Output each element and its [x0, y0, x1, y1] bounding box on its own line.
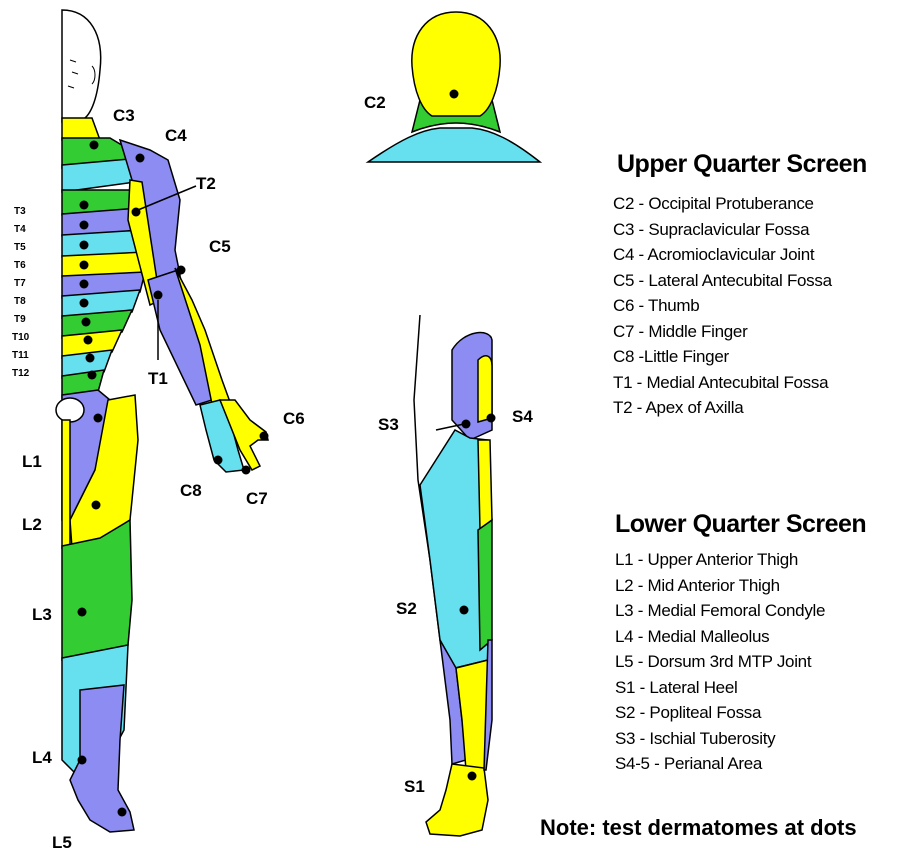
upper-item-c8: C8 -Little Finger	[613, 344, 867, 370]
label-c8: C8	[180, 481, 202, 500]
dot-l5	[118, 808, 127, 817]
lower-item-l1: L1 - Upper Anterior Thigh	[615, 547, 866, 573]
dot-l2	[92, 501, 101, 510]
dot-t8	[80, 299, 89, 308]
label-c2: C2	[364, 93, 386, 112]
lower-item-l4: L4 - Medial Malleolus	[615, 624, 866, 650]
lower-item-l5: L5 - Dorsum 3rd MTP Joint	[615, 649, 866, 675]
upper-quarter-list: C2 - Occipital Protuberance C3 - Supracl…	[613, 191, 867, 421]
label-t10: T10	[12, 332, 30, 343]
lower-item-s3: S3 - Ischial Tuberosity	[615, 726, 866, 752]
upper-quarter-panel: Upper Quarter Screen C2 - Occipital Prot…	[607, 150, 867, 421]
label-l4: L4	[32, 748, 52, 767]
dermatome-note: Note: test dermatomes at dots	[540, 815, 857, 841]
dot-s4	[487, 414, 496, 423]
label-t6: T6	[14, 260, 26, 271]
label-c7: C7	[246, 489, 268, 508]
posterior-head	[368, 12, 540, 162]
label-t11: T11	[12, 350, 29, 361]
upper-item-c4: C4 - Acromioclavicular Joint	[613, 242, 867, 268]
lower-item-l3: L3 - Medial Femoral Condyle	[615, 598, 866, 624]
label-c6: C6	[283, 409, 305, 428]
label-l3: L3	[32, 605, 52, 624]
label-s2: S2	[396, 599, 417, 618]
label-t1: T1	[148, 369, 168, 388]
lower-item-s1: S1 - Lateral Heel	[615, 675, 866, 701]
label-t9: T9	[14, 314, 26, 325]
label-t4: T4	[14, 224, 26, 235]
dot-t7	[80, 280, 89, 289]
label-t3: T3	[14, 206, 26, 217]
lower-quarter-panel: Lower Quarter Screen L1 - Upper Anterior…	[607, 510, 866, 777]
thigh-yellow-strip	[478, 440, 492, 530]
dot-c4	[136, 154, 145, 163]
dot-s2	[460, 606, 469, 615]
lower-item-s2: S2 - Popliteal Fossa	[615, 700, 866, 726]
dot-t12	[88, 371, 97, 380]
label-s1: S1	[404, 777, 425, 796]
dot-s1	[468, 772, 477, 781]
shoulders-cyan	[368, 128, 540, 162]
dot-c8	[214, 456, 223, 465]
navel	[56, 398, 84, 422]
upper-item-c6: C6 - Thumb	[613, 293, 867, 319]
dot-t6	[80, 261, 89, 270]
neck-yellow	[62, 118, 100, 140]
anterior-body	[56, 10, 268, 832]
label-l5: L5	[52, 833, 72, 852]
lower-item-l2: L2 - Mid Anterior Thigh	[615, 573, 866, 599]
dot-t5	[80, 241, 89, 250]
dot-l4	[78, 756, 87, 765]
face-outline	[62, 10, 101, 122]
thoracic-labels: T3 T4 T5 T6 T7 T8 T9 T10 T11 T12	[12, 206, 30, 379]
lower-quarter-title: Lower Quarter Screen	[615, 510, 866, 539]
dot-t10	[84, 336, 93, 345]
lower-quarter-list: L1 - Upper Anterior Thigh L2 - Mid Anter…	[615, 547, 866, 777]
label-l2: L2	[22, 515, 42, 534]
label-t7: T7	[14, 278, 26, 289]
dot-l1	[94, 414, 103, 423]
upper-quarter-title: Upper Quarter Screen	[617, 150, 867, 179]
label-s3: S3	[378, 415, 399, 434]
label-t2: T2	[196, 174, 216, 193]
calf-green	[478, 520, 492, 650]
dot-t11	[86, 354, 95, 363]
posterior-leg	[414, 315, 492, 836]
label-t5: T5	[14, 242, 26, 253]
lower-item-s4-5: S4-5 - Perianal Area	[615, 751, 866, 777]
dot-t1	[154, 291, 163, 300]
upper-item-c3: C3 - Supraclavicular Fossa	[613, 217, 867, 243]
upper-item-c7: C7 - Middle Finger	[613, 319, 867, 345]
label-t8: T8	[14, 296, 26, 307]
dot-l3	[78, 608, 87, 617]
upper-item-t2: T2 - Apex of Axilla	[613, 395, 867, 421]
buttock-yellow	[478, 356, 492, 422]
upper-item-c2: C2 - Occipital Protuberance	[613, 191, 867, 217]
dot-c3	[90, 141, 99, 150]
dot-c2	[450, 90, 459, 99]
label-t12: T12	[12, 368, 30, 379]
label-l1: L1	[22, 452, 42, 471]
upper-item-c5: C5 - Lateral Antecubital Fossa	[613, 268, 867, 294]
label-c4: C4	[165, 126, 187, 145]
heel-yellow	[426, 764, 488, 836]
thigh-left-yellow	[62, 420, 70, 548]
head-yellow	[412, 12, 500, 116]
dot-c7	[242, 466, 251, 475]
upper-item-t1: T1 - Medial Antecubital Fossa	[613, 370, 867, 396]
dot-t3	[80, 201, 89, 210]
label-c3: C3	[113, 106, 135, 125]
dot-t9	[82, 318, 91, 327]
label-c5: C5	[209, 237, 231, 256]
dot-c6	[260, 432, 269, 441]
label-s4: S4	[512, 407, 533, 426]
dot-t4	[80, 221, 89, 230]
dot-c5	[177, 266, 186, 275]
